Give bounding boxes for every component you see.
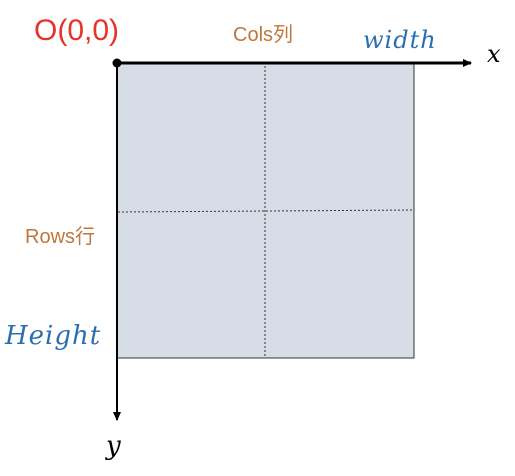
row-divider [117, 209, 415, 213]
y-axis-label: y [106, 431, 121, 461]
x-axis-label: x [487, 40, 501, 68]
origin-point [112, 58, 122, 68]
rows-label: Rows行 [25, 226, 96, 248]
width-label: width [363, 26, 437, 54]
cols-label: Cols列 [233, 24, 294, 46]
height-label: Height [5, 321, 102, 351]
origin-label: O(0,0) [34, 14, 120, 47]
